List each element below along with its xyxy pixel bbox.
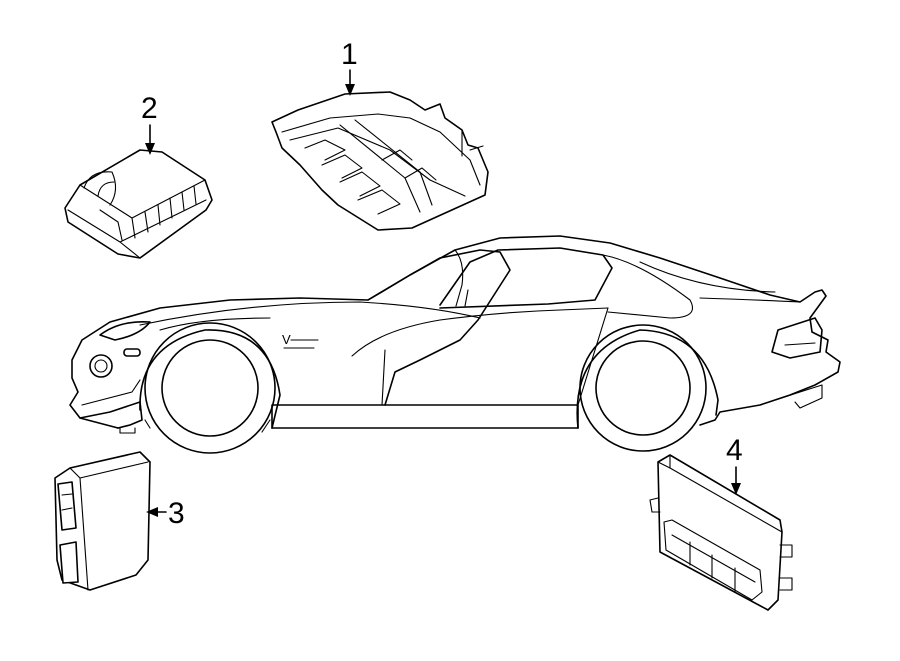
callout-2-label: 2 (141, 92, 158, 125)
car-front-wheel (144, 322, 276, 454)
callout-1-label: 1 (341, 38, 358, 71)
car-body-outline (69, 235, 841, 429)
callout-1: 1 (341, 38, 358, 96)
callout-3: 3 (146, 497, 185, 530)
callout-4: 4 (726, 434, 743, 495)
car-illustration: V (69, 235, 841, 454)
part-2-module (64, 149, 213, 259)
car-rear-rim (595, 340, 691, 436)
car-tail-light (771, 317, 823, 359)
car-front-rim (161, 339, 259, 437)
car-side-marker (123, 348, 141, 357)
car-badge-text: V (282, 332, 291, 347)
callout-4-label: 4 (726, 434, 743, 467)
car-front-bumper (79, 401, 143, 429)
car-headlight (99, 320, 151, 341)
part-3-module (54, 451, 151, 591)
car-rocker (271, 404, 579, 429)
car-rear-wheel-arch (576, 329, 719, 429)
car-door (367, 249, 511, 406)
callout-2: 2 (141, 92, 158, 155)
car-rear-wheel (579, 324, 707, 452)
car-fog-light (89, 354, 113, 378)
part-4-module (649, 454, 793, 611)
callout-3-label: 3 (168, 497, 185, 530)
part-1-tray (271, 91, 489, 231)
